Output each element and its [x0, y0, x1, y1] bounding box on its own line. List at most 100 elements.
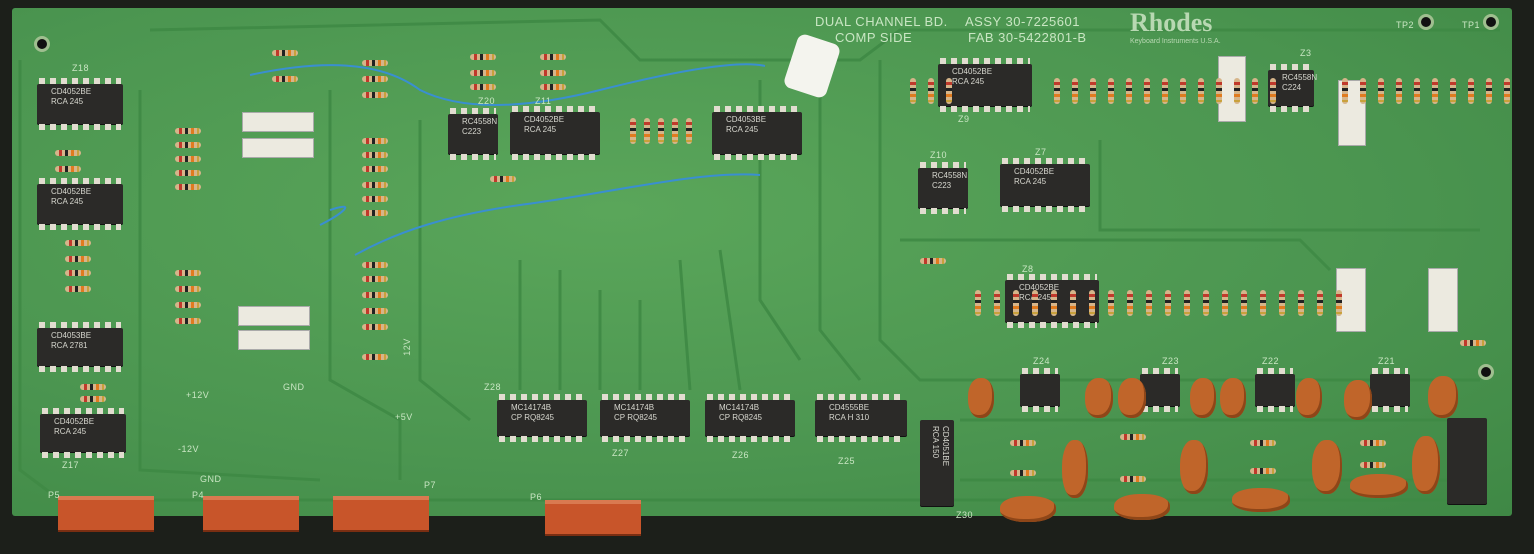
capacitor: [1412, 436, 1440, 494]
ic-ref: Z25: [838, 456, 856, 466]
capacitor: [968, 378, 994, 418]
resistor: [1089, 290, 1095, 316]
ic-maker: RCA 245: [952, 77, 985, 86]
resistor: [490, 176, 516, 182]
resistor: [175, 142, 201, 148]
resistor: [658, 118, 664, 144]
connector-p4[interactable]: [203, 496, 299, 530]
connector-label: P4: [192, 490, 205, 500]
resistor: [540, 70, 566, 76]
resistor: [470, 54, 496, 60]
resistor: [975, 290, 981, 316]
resistor: [644, 118, 650, 144]
resistor: [540, 54, 566, 60]
resistor: [540, 84, 566, 90]
connector-p5[interactable]: [58, 496, 154, 530]
resistor: [1127, 290, 1133, 316]
ic-maker: RCA 245: [1014, 177, 1047, 186]
power-label: -12V: [178, 444, 200, 454]
resistor: [1486, 78, 1492, 104]
capacitor: [1344, 380, 1372, 420]
resistor: [362, 292, 388, 298]
ic-maker: C224: [1282, 83, 1302, 92]
resistor: [1378, 78, 1384, 104]
resistor: [55, 166, 81, 172]
resistor: [362, 92, 388, 98]
fab-number: FAB 30-5422801-B: [968, 30, 1087, 45]
power-resistor: [1218, 56, 1246, 122]
ic-maker: RCA 245: [51, 97, 84, 106]
resistor: [362, 60, 388, 66]
resistor: [362, 324, 388, 330]
resistor: [362, 152, 388, 158]
resistor: [175, 128, 201, 134]
resistor: [362, 354, 388, 360]
assembly-number: ASSY 30-7225601: [965, 14, 1080, 29]
resistor: [1414, 78, 1420, 104]
power-label: +5V: [395, 412, 413, 422]
resistor: [1360, 462, 1386, 468]
resistor: [928, 78, 934, 104]
test-point-label: TP2: [1396, 20, 1415, 30]
resistor: [1270, 78, 1276, 104]
resistor: [362, 76, 388, 82]
resistor: [1051, 290, 1057, 316]
ic-ref: Z20: [478, 96, 496, 106]
resistor: [65, 256, 91, 262]
resistor: [175, 302, 201, 308]
resistor: [1250, 440, 1276, 446]
power-resistor: [238, 330, 310, 350]
resistor: [55, 150, 81, 156]
resistor: [362, 196, 388, 202]
resistor: [362, 210, 388, 216]
capacitor: [1350, 474, 1408, 498]
resistor: [65, 286, 91, 292]
ic-part: CD4052BE: [1014, 167, 1055, 176]
resistor: [1234, 78, 1240, 104]
resistor: [686, 118, 692, 144]
connector-label: P7: [424, 480, 437, 490]
resistor: [1162, 78, 1168, 104]
ic-maker: C223: [932, 181, 952, 190]
ic-part: CD4052BE: [1019, 283, 1060, 292]
resistor: [1250, 468, 1276, 474]
resistor: [1010, 440, 1036, 446]
ic-part: RC4558N: [1282, 73, 1318, 82]
resistor: [1260, 290, 1266, 316]
power-label: GND: [200, 474, 222, 484]
capacitor: [1220, 378, 1246, 418]
resistor: [1010, 470, 1036, 476]
resistor: [1342, 78, 1348, 104]
resistor: [175, 286, 201, 292]
connector-p7[interactable]: [333, 496, 429, 530]
capacitor: [1085, 378, 1113, 418]
ic-maker: CP RQ8245: [511, 413, 554, 422]
connector-p6[interactable]: [545, 500, 641, 534]
ic-part: CD4051BE: [941, 426, 950, 467]
ic-ref: Z3: [1300, 48, 1312, 58]
board-title: DUAL CHANNEL BD.: [815, 14, 948, 29]
power-label: GND: [283, 382, 305, 392]
resistor: [1298, 290, 1304, 316]
resistor: [1184, 290, 1190, 316]
ic-ref: Z22: [1262, 356, 1280, 366]
ic-chip: [1255, 368, 1295, 412]
power-resistor: [242, 138, 314, 158]
resistor: [272, 76, 298, 82]
resistor: [920, 258, 946, 264]
resistor: [1054, 78, 1060, 104]
ic-maker: RCA H 310: [829, 413, 870, 422]
capacitor: [1232, 488, 1290, 512]
ic-part: MC14174B: [719, 403, 760, 412]
resistor: [1165, 290, 1171, 316]
ic-part: CD4053BE: [726, 115, 767, 124]
mounting-hole: [1478, 364, 1494, 380]
resistor: [1108, 290, 1114, 316]
resistor: [1120, 434, 1146, 440]
resistor: [362, 276, 388, 282]
ic-part: MC14174B: [511, 403, 552, 412]
